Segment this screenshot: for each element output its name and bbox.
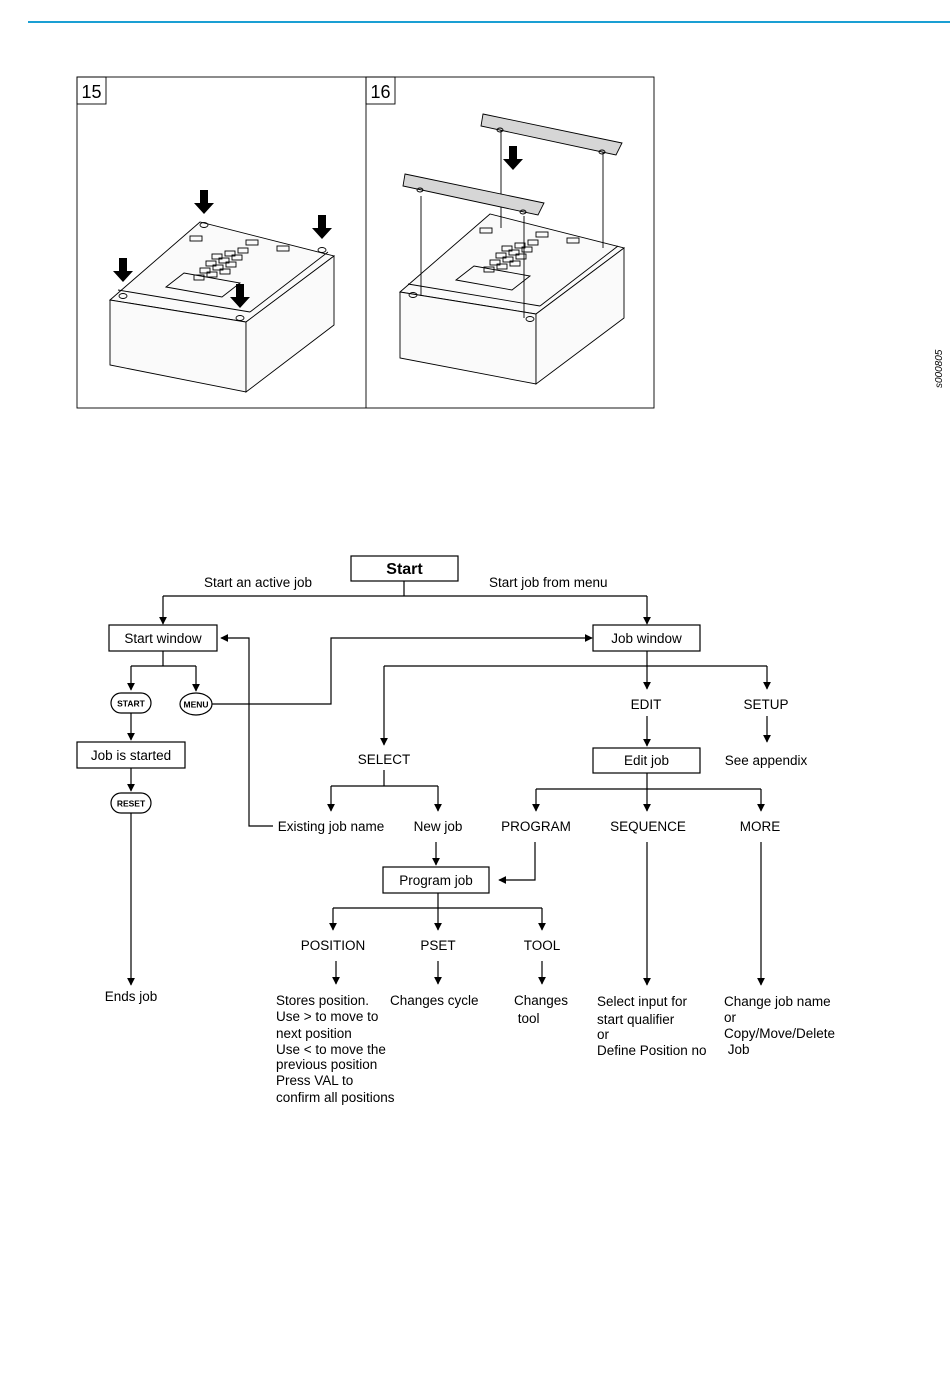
- new-job-label: New job: [414, 819, 463, 834]
- keypad-16: [479, 227, 580, 273]
- position-description: Stores position. Use > to move to next p…: [276, 993, 395, 1105]
- select-label: SELECT: [358, 752, 411, 767]
- sequence-label: SEQUENCE: [610, 819, 686, 834]
- step-number-15: 15: [81, 82, 101, 102]
- setup-label: SETUP: [743, 697, 788, 712]
- assembly-illustration: 15 16: [76, 76, 945, 409]
- step-number-box-16: [365, 76, 396, 105]
- program-label: PROGRAM: [501, 819, 571, 834]
- screws: [118, 222, 327, 321]
- tool-description: Changes tool: [0, 0, 602, 1026]
- keypad: [189, 235, 290, 281]
- program-job-label: Program job: [399, 873, 473, 888]
- cover-strip-lower: [402, 173, 545, 216]
- edit-job-label: Edit job: [624, 753, 669, 768]
- branch-active-label: Start an active job: [204, 575, 312, 590]
- edit-label: EDIT: [631, 697, 662, 712]
- step-number-box-15: [76, 76, 107, 105]
- step-number-16: 16: [370, 82, 390, 102]
- job-window-label: Job window: [611, 631, 682, 646]
- pset-label: PSET: [420, 938, 455, 953]
- position-label: POSITION: [301, 938, 366, 953]
- pset-description: Changes cycle: [390, 993, 479, 1008]
- more-description: Change job name or Copy/Move/Delete Job: [724, 994, 835, 1057]
- device-panel-16: [398, 113, 626, 385]
- job-started-box: [76, 741, 186, 769]
- see-appendix-label: See appendix: [725, 753, 808, 768]
- flowchart: Start Start an active job Start job from…: [0, 0, 835, 1105]
- existing-job-name-label: Existing job name: [278, 819, 385, 834]
- edit-job-box: [592, 747, 701, 774]
- job-started-label: Job is started: [91, 748, 171, 763]
- start-window-box: [108, 624, 218, 652]
- arrow-icon: [503, 146, 523, 170]
- menu-key-label: MENU: [183, 700, 208, 710]
- arrow-icon: [113, 190, 332, 308]
- branch-menu-label: Start job from menu: [489, 575, 608, 590]
- device-side: [245, 255, 335, 393]
- tool-label: TOOL: [524, 938, 561, 953]
- start-window-label: Start window: [124, 631, 202, 646]
- program-job-box: [382, 866, 490, 894]
- start-key-label: START: [117, 699, 146, 709]
- device-side-16: [535, 247, 625, 385]
- header-rule: [28, 21, 950, 23]
- display-window: [164, 272, 242, 298]
- reset-key-label: RESET: [117, 799, 146, 809]
- more-label: MORE: [740, 819, 781, 834]
- figure-code: s000805: [934, 349, 945, 388]
- device-panel-15: [108, 190, 336, 393]
- cover-strip-upper: [480, 113, 623, 156]
- ends-job-label: Ends job: [105, 989, 158, 1004]
- sequence-description: Select input for start qualifier or Defi…: [597, 994, 707, 1058]
- illustration-frame: [76, 76, 655, 409]
- start-label: Start: [386, 561, 423, 578]
